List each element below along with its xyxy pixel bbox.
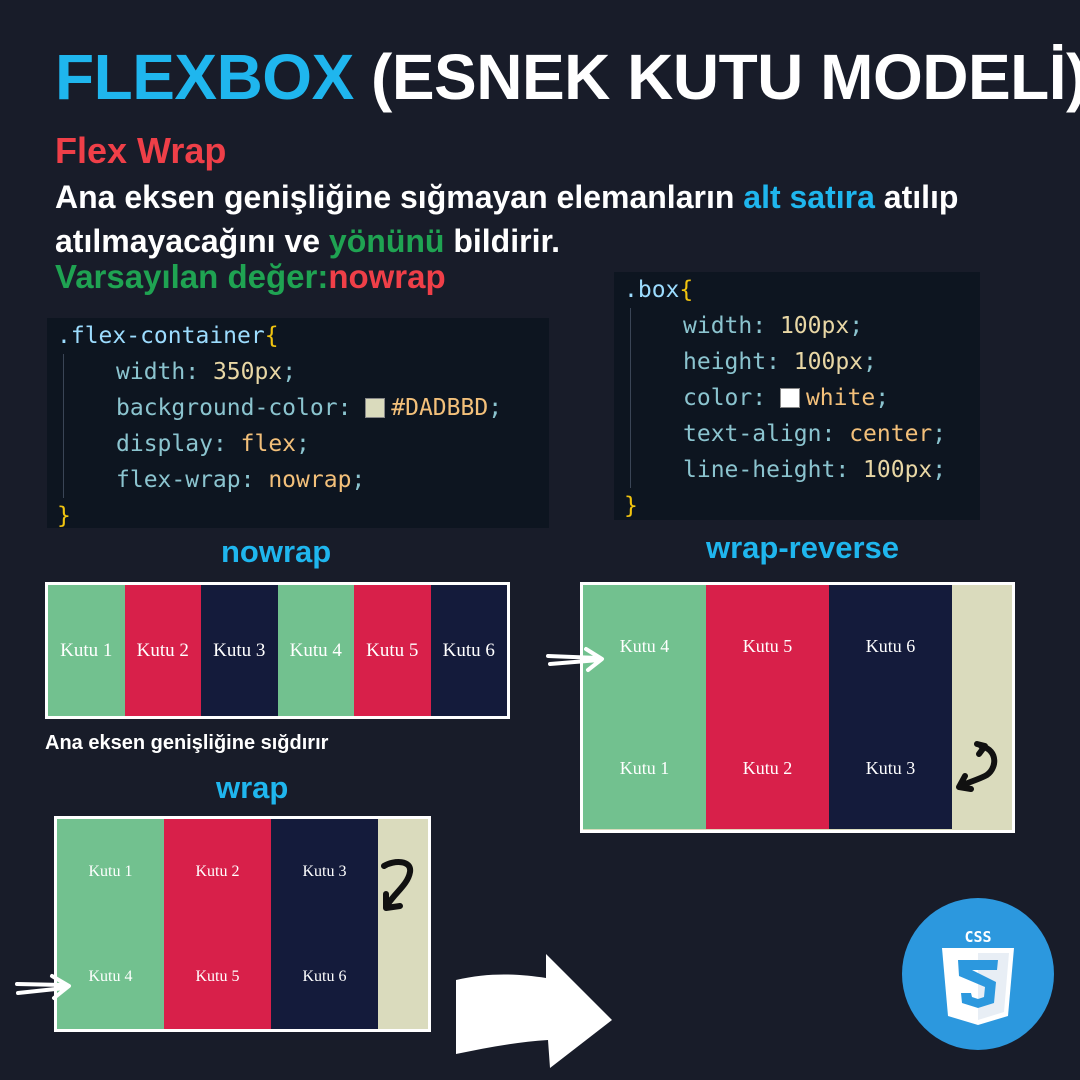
demo-box: Kutu 1	[57, 819, 164, 924]
demo-box: Kutu 5	[354, 585, 431, 716]
code-value: 100px	[793, 349, 864, 375]
demo-box: Kutu 2	[706, 707, 829, 829]
demo-box: Kutu 6	[829, 585, 952, 707]
desc-part: Ana eksen genişliğine sığmayan elemanlar…	[55, 179, 744, 215]
curved-arrow-icon	[381, 859, 414, 911]
demo-box: Kutu 3	[201, 585, 278, 716]
desc-part: atılıp atılmayacağını ve	[55, 179, 959, 259]
arrow-right-icon	[546, 647, 604, 672]
code-block-box: .box{ width: 100px; height: 100px; color…	[614, 272, 980, 520]
code-line: display: flex;	[116, 431, 310, 457]
demo-box: Kutu 2	[164, 819, 271, 924]
code-value: nowrap	[268, 467, 352, 493]
arrow-right-icon	[15, 974, 71, 1000]
code-prop: width	[683, 313, 753, 339]
page-title: FLEXBOX (ESNEK KUTU MODELİ)	[55, 40, 1080, 114]
code-line: }	[624, 488, 970, 524]
code-line: width: 350px;	[116, 359, 297, 385]
color-swatch	[365, 398, 386, 418]
curved-arrow-icon	[956, 741, 998, 792]
code-body: width: 100px; height: 100px; color: whit…	[630, 308, 970, 488]
code-prop: color	[683, 385, 753, 411]
title-highlight: FLEXBOX	[55, 41, 354, 113]
code-block-flex-container: .flex-container{ width: 350px; backgroun…	[47, 318, 549, 529]
demo-box: Kutu 3	[829, 707, 952, 829]
code-line: .flex-container{	[57, 318, 539, 354]
title-rest: (ESNEK KUTU MODELİ)	[353, 41, 1080, 113]
demo-box: Kutu 1	[583, 707, 706, 829]
code-line: flex-wrap: nowrap;	[116, 467, 366, 493]
code-line: text-align: center;	[683, 421, 947, 447]
nowrap-label: nowrap	[221, 534, 332, 569]
code-prop: line-height	[683, 457, 836, 483]
code-value: flex	[240, 431, 297, 457]
default-value-line: Varsayılan değer:nowrap	[55, 258, 446, 296]
subtitle: Flex Wrap	[55, 130, 227, 171]
code-prop: display	[116, 431, 213, 457]
code-prop: text-align	[683, 421, 822, 447]
code-line: background-color: #DADBBD;	[116, 395, 503, 421]
demo-box: Kutu 3	[271, 819, 378, 924]
wrap-demo: Kutu 1 Kutu 2 Kutu 3 Kutu 4 Kutu 5 Kutu …	[54, 816, 431, 1032]
demo-box: Kutu 5	[706, 585, 829, 707]
wrap-label: wrap	[216, 770, 289, 805]
code-brace: }	[57, 503, 71, 529]
code-value: white	[805, 385, 876, 411]
demo-box: Kutu 5	[164, 924, 271, 1029]
code-brace: {	[679, 277, 694, 303]
code-line: height: 100px;	[683, 349, 877, 375]
svg-text:CSS: CSS	[964, 928, 991, 946]
wrap-reverse-demo: Kutu 4 Kutu 5 Kutu 6 Kutu 1 Kutu 2 Kutu …	[580, 582, 1015, 833]
desc-highlight: alt satıra	[743, 179, 875, 215]
code-selector: .flex-container	[57, 323, 265, 349]
code-selector: .box	[624, 277, 680, 303]
default-label: Varsayılan değer:	[55, 258, 329, 295]
wrap-reverse-label: wrap-reverse	[706, 530, 900, 565]
code-prop: flex-wrap	[116, 467, 241, 493]
nowrap-demo: Kutu 1 Kutu 2 Kutu 3 Kutu 4 Kutu 5 Kutu …	[45, 582, 510, 719]
code-value: 100px	[863, 457, 933, 483]
code-brace: }	[624, 493, 638, 519]
demo-box: Kutu 4	[277, 585, 354, 716]
demo-box: Kutu 1	[48, 585, 125, 716]
desc-part: bildirir.	[444, 223, 561, 259]
desc-highlight: yönünü	[328, 223, 445, 259]
demo-box: Kutu 2	[124, 585, 201, 716]
code-body: width: 350px; background-color: #DADBBD;…	[63, 354, 539, 498]
big-arrow-right-icon	[456, 954, 612, 1068]
code-line: width: 100px;	[683, 313, 864, 339]
description: Ana eksen genişliğine sığmayan elemanlar…	[55, 175, 1045, 263]
code-line: color: white;	[683, 385, 890, 411]
code-prop: height	[683, 349, 767, 375]
demo-box: Kutu 4	[583, 585, 706, 707]
demo-box: Kutu 6	[271, 924, 378, 1029]
code-value: #DADBBD	[391, 395, 489, 421]
code-line: .box{	[624, 272, 970, 308]
code-brace: {	[264, 323, 279, 349]
default-value: nowrap	[328, 258, 446, 295]
code-value: center	[849, 421, 933, 447]
code-prop: background-color	[116, 395, 338, 421]
color-swatch	[779, 388, 800, 408]
code-value: 350px	[212, 359, 283, 385]
css3-logo-icon: CSS	[902, 898, 1054, 1050]
code-prop: width	[116, 359, 186, 385]
nowrap-note: Ana eksen genişliğine sığdırır	[45, 732, 329, 754]
demo-box: Kutu 6	[430, 585, 507, 716]
code-line: }	[57, 498, 539, 534]
demo-box: Kutu 4	[57, 924, 164, 1029]
code-line: line-height: 100px;	[683, 457, 947, 483]
code-value: 100px	[779, 313, 850, 339]
